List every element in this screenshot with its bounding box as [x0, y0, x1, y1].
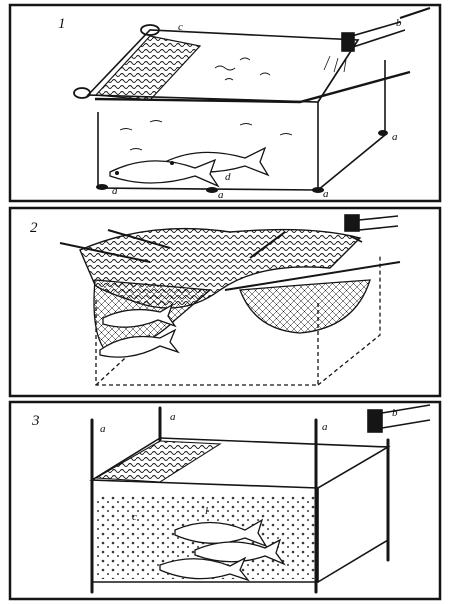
- panel-3-number: 3: [31, 413, 40, 429]
- panel-1-faucet: [323, 7, 431, 73]
- panel-3-label-a3: a: [322, 421, 328, 433]
- panel-3-frame: [8, 400, 442, 601]
- panel-1-loop-1: [140, 24, 160, 36]
- panel-1-loop-2: [73, 87, 91, 99]
- panel-3-label-c: c: [132, 511, 137, 523]
- panel-2-net-right: [239, 279, 371, 334]
- panel-1-label-b: b: [396, 17, 402, 29]
- panel-1-water-texture: [119, 57, 293, 151]
- panel-1-frame: [8, 3, 442, 203]
- panel-1-label-a3: a: [323, 188, 329, 200]
- panel-3-label-a2: a: [170, 411, 176, 423]
- panel-2-frame: [8, 206, 442, 398]
- panel-3-label-l: l: [205, 505, 208, 517]
- panel-1-label-a1: a: [112, 185, 118, 197]
- panel-3-label-b: b: [392, 407, 398, 419]
- panel-2: 2: [8, 206, 442, 398]
- panel-2-fish: [99, 303, 180, 358]
- panel-2-tank: [95, 255, 381, 386]
- panel-3-fish: [159, 518, 286, 582]
- panel-3-label-a1: a: [100, 423, 106, 435]
- panel-3-stakes: [90, 406, 390, 594]
- panel-1-label-c: c: [178, 21, 183, 33]
- panel-3-net-cover: [94, 440, 222, 483]
- panel-3-faucet: [367, 404, 431, 433]
- panel-1: 1: [8, 3, 442, 203]
- panel-1-label-a2: a: [218, 189, 224, 201]
- panel-1-label-a4: a: [392, 131, 398, 143]
- panel-1-net-cover: [94, 35, 202, 101]
- panel-1-fish: [109, 146, 270, 188]
- panel-3: 3 a a a b c: [8, 400, 442, 601]
- panel-2-poles: [59, 229, 401, 291]
- panel-2-number: 2: [30, 220, 38, 236]
- panel-1-number: 1: [58, 16, 66, 32]
- panel-1-label-d: d: [225, 171, 231, 183]
- panel-1-posts: [96, 130, 388, 193]
- panel-2-faucet: [344, 214, 399, 243]
